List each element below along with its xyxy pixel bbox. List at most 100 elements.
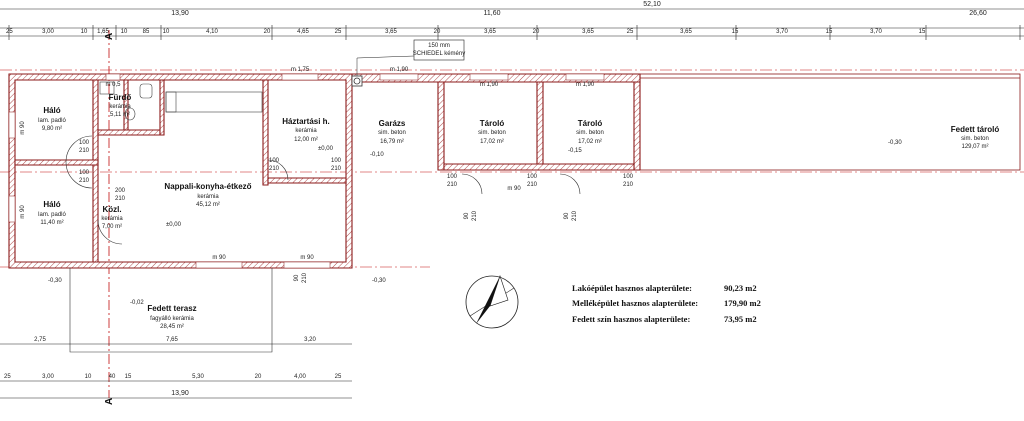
- dim-tick: 25: [6, 29, 13, 35]
- area-summary: Lakóépület hasznos alapterülete: 90,23 m…: [572, 283, 761, 324]
- chimney-icon: [351, 75, 363, 87]
- level-mark: -0,10: [370, 152, 384, 158]
- dim-tick: 20: [533, 29, 540, 35]
- room-garage: Garázs sim. beton 16,79 m²: [378, 119, 406, 145]
- room-floor: kerámia: [109, 104, 131, 110]
- top-dimensions: [0, 8, 1024, 37]
- windows: [8, 73, 605, 269]
- room-floor: sim. beton: [961, 136, 989, 142]
- dim-tick: 3,65: [484, 29, 496, 35]
- dim-tick: 20: [264, 29, 271, 35]
- dim-tick: 25: [335, 374, 342, 380]
- dim-tick: 20: [255, 374, 262, 380]
- window-label: m 1,90: [390, 67, 409, 73]
- dim-tick: 3,00: [42, 29, 54, 35]
- dim-tick: 40: [109, 374, 116, 380]
- door-arcs: [65, 135, 581, 245]
- summary-value: 90,23 m2: [724, 283, 757, 293]
- top-dim-row2: 25 3,00 10 1,65 10 85 10 4,10 20 4,65 25…: [6, 29, 926, 35]
- chimney-note: 150 mm SCHIEDEL kémény: [356, 39, 465, 76]
- room-floor: kerámia: [101, 216, 123, 222]
- dim-tick: 3,00: [42, 374, 54, 380]
- door-width: 100: [527, 174, 538, 180]
- door-height: 210: [269, 166, 280, 172]
- door-height: 210: [115, 196, 126, 202]
- room-corridor: Közl. kerámia 7,00 m²: [101, 205, 123, 230]
- dim-11-60: 11,60: [484, 10, 501, 17]
- room-name: Nappali-konyha-étkező: [164, 182, 251, 191]
- room-floor: fagyálló kerámia: [150, 316, 194, 322]
- room-name: Fedett tároló: [951, 125, 1000, 134]
- door-width: 100: [269, 158, 280, 164]
- room-bathroom: Fürdő kerámia 5,11 m²: [109, 93, 132, 118]
- dim-tick: 10: [163, 29, 170, 35]
- room-utility: Háztartási h. kerámia 12,00 m²: [282, 117, 330, 143]
- room-area: 17,02 m²: [480, 139, 504, 145]
- bottom-dim-row2: 25 3,00 10 40 15 5,30 20 4,00 25 13,90: [4, 374, 342, 397]
- dim-tick: 3,65: [582, 29, 594, 35]
- room-area: 5,11 m²: [110, 112, 130, 118]
- room-hall-1: Háló lam. padló 9,80 m²: [38, 106, 66, 132]
- room-floor: lam. padló: [38, 118, 66, 124]
- window-label: m 1,75: [291, 67, 310, 73]
- terrace-outline: [69, 268, 273, 353]
- door-width: 100: [79, 140, 90, 146]
- section-label-bottom: A: [104, 398, 115, 405]
- section-axis: A A: [104, 30, 115, 405]
- level-mark: -0,30: [888, 140, 902, 146]
- dim-tick: 15: [826, 29, 833, 35]
- window-label: m 90: [212, 255, 226, 261]
- room-floor: sim. beton: [478, 130, 506, 136]
- room-area: 9,80 m²: [42, 126, 62, 132]
- dim-26-60: 26,60: [969, 10, 987, 17]
- walls: [8, 73, 641, 269]
- room-area: 28,45 m²: [160, 324, 184, 330]
- dim-total: 13,90: [171, 390, 189, 397]
- window-label: m 90: [300, 255, 314, 261]
- room-name: Garázs: [379, 119, 406, 128]
- dim-tick: 10: [85, 374, 92, 380]
- dim-tick: 3,20: [304, 337, 316, 343]
- door-width: 90: [294, 274, 300, 281]
- top-dim-row1: 13,90 11,60 52,10 26,60: [171, 1, 987, 17]
- door-height: 210: [527, 182, 538, 188]
- door-height: 210: [572, 210, 578, 221]
- covered-storage-outline: [639, 73, 1021, 171]
- room-covered-storage: Fedett tároló sim. beton 129,07 m²: [951, 125, 1000, 150]
- room-area: 45,12 m²: [196, 202, 220, 208]
- dim-tick: 7,65: [166, 337, 178, 343]
- summary-label: Fedett szín hasznos alapterülete:: [572, 314, 690, 324]
- dim-tick: 10: [121, 29, 128, 35]
- door-width: 100: [331, 158, 342, 164]
- north-arrow-icon: [465, 275, 519, 329]
- room-name: Háztartási h.: [282, 117, 330, 126]
- door-width: 100: [623, 174, 634, 180]
- dim-tick: 15: [125, 374, 132, 380]
- dim-tick: 20: [434, 29, 441, 35]
- dim-tick: 4,65: [297, 29, 309, 35]
- bottom-dim-row1: 2,75 7,65 3,20: [34, 337, 316, 343]
- dim-tick: 3,70: [776, 29, 788, 35]
- summary-label: Lakóépület hasznos alapterülete:: [572, 283, 692, 293]
- room-name: Háló: [43, 106, 60, 115]
- chimney-note-size: 150 mm: [428, 43, 450, 49]
- window-label: m 0,5: [105, 82, 121, 88]
- bathroom-fixtures: [99, 81, 263, 121]
- dim-tick: 15: [919, 29, 926, 35]
- room-storage-2: Tároló sim. beton 17,02 m²: [576, 119, 604, 145]
- dim-tick: 5,30: [192, 374, 204, 380]
- top-dim-ticks: [8, 25, 1021, 40]
- dim-tick: 25: [4, 374, 11, 380]
- room-name: Tároló: [480, 119, 505, 128]
- door-height: 210: [302, 272, 308, 283]
- room-name: Háló: [43, 200, 60, 209]
- room-name: Tároló: [578, 119, 603, 128]
- door-width: 90: [464, 212, 470, 219]
- door-labels: 100 210 100 210 200 210 100 210 100 210 …: [79, 140, 634, 283]
- window-label: m 1,90: [480, 82, 499, 88]
- room-storage-1: Tároló sim. beton 17,02 m²: [478, 119, 506, 145]
- room-floor: kerámia: [295, 128, 317, 134]
- window-labels: m 0,5 m 1,75 m 1,90 m 1,90 m 1,90 m 90 m…: [20, 67, 595, 261]
- room-area: 16,79 m²: [380, 139, 404, 145]
